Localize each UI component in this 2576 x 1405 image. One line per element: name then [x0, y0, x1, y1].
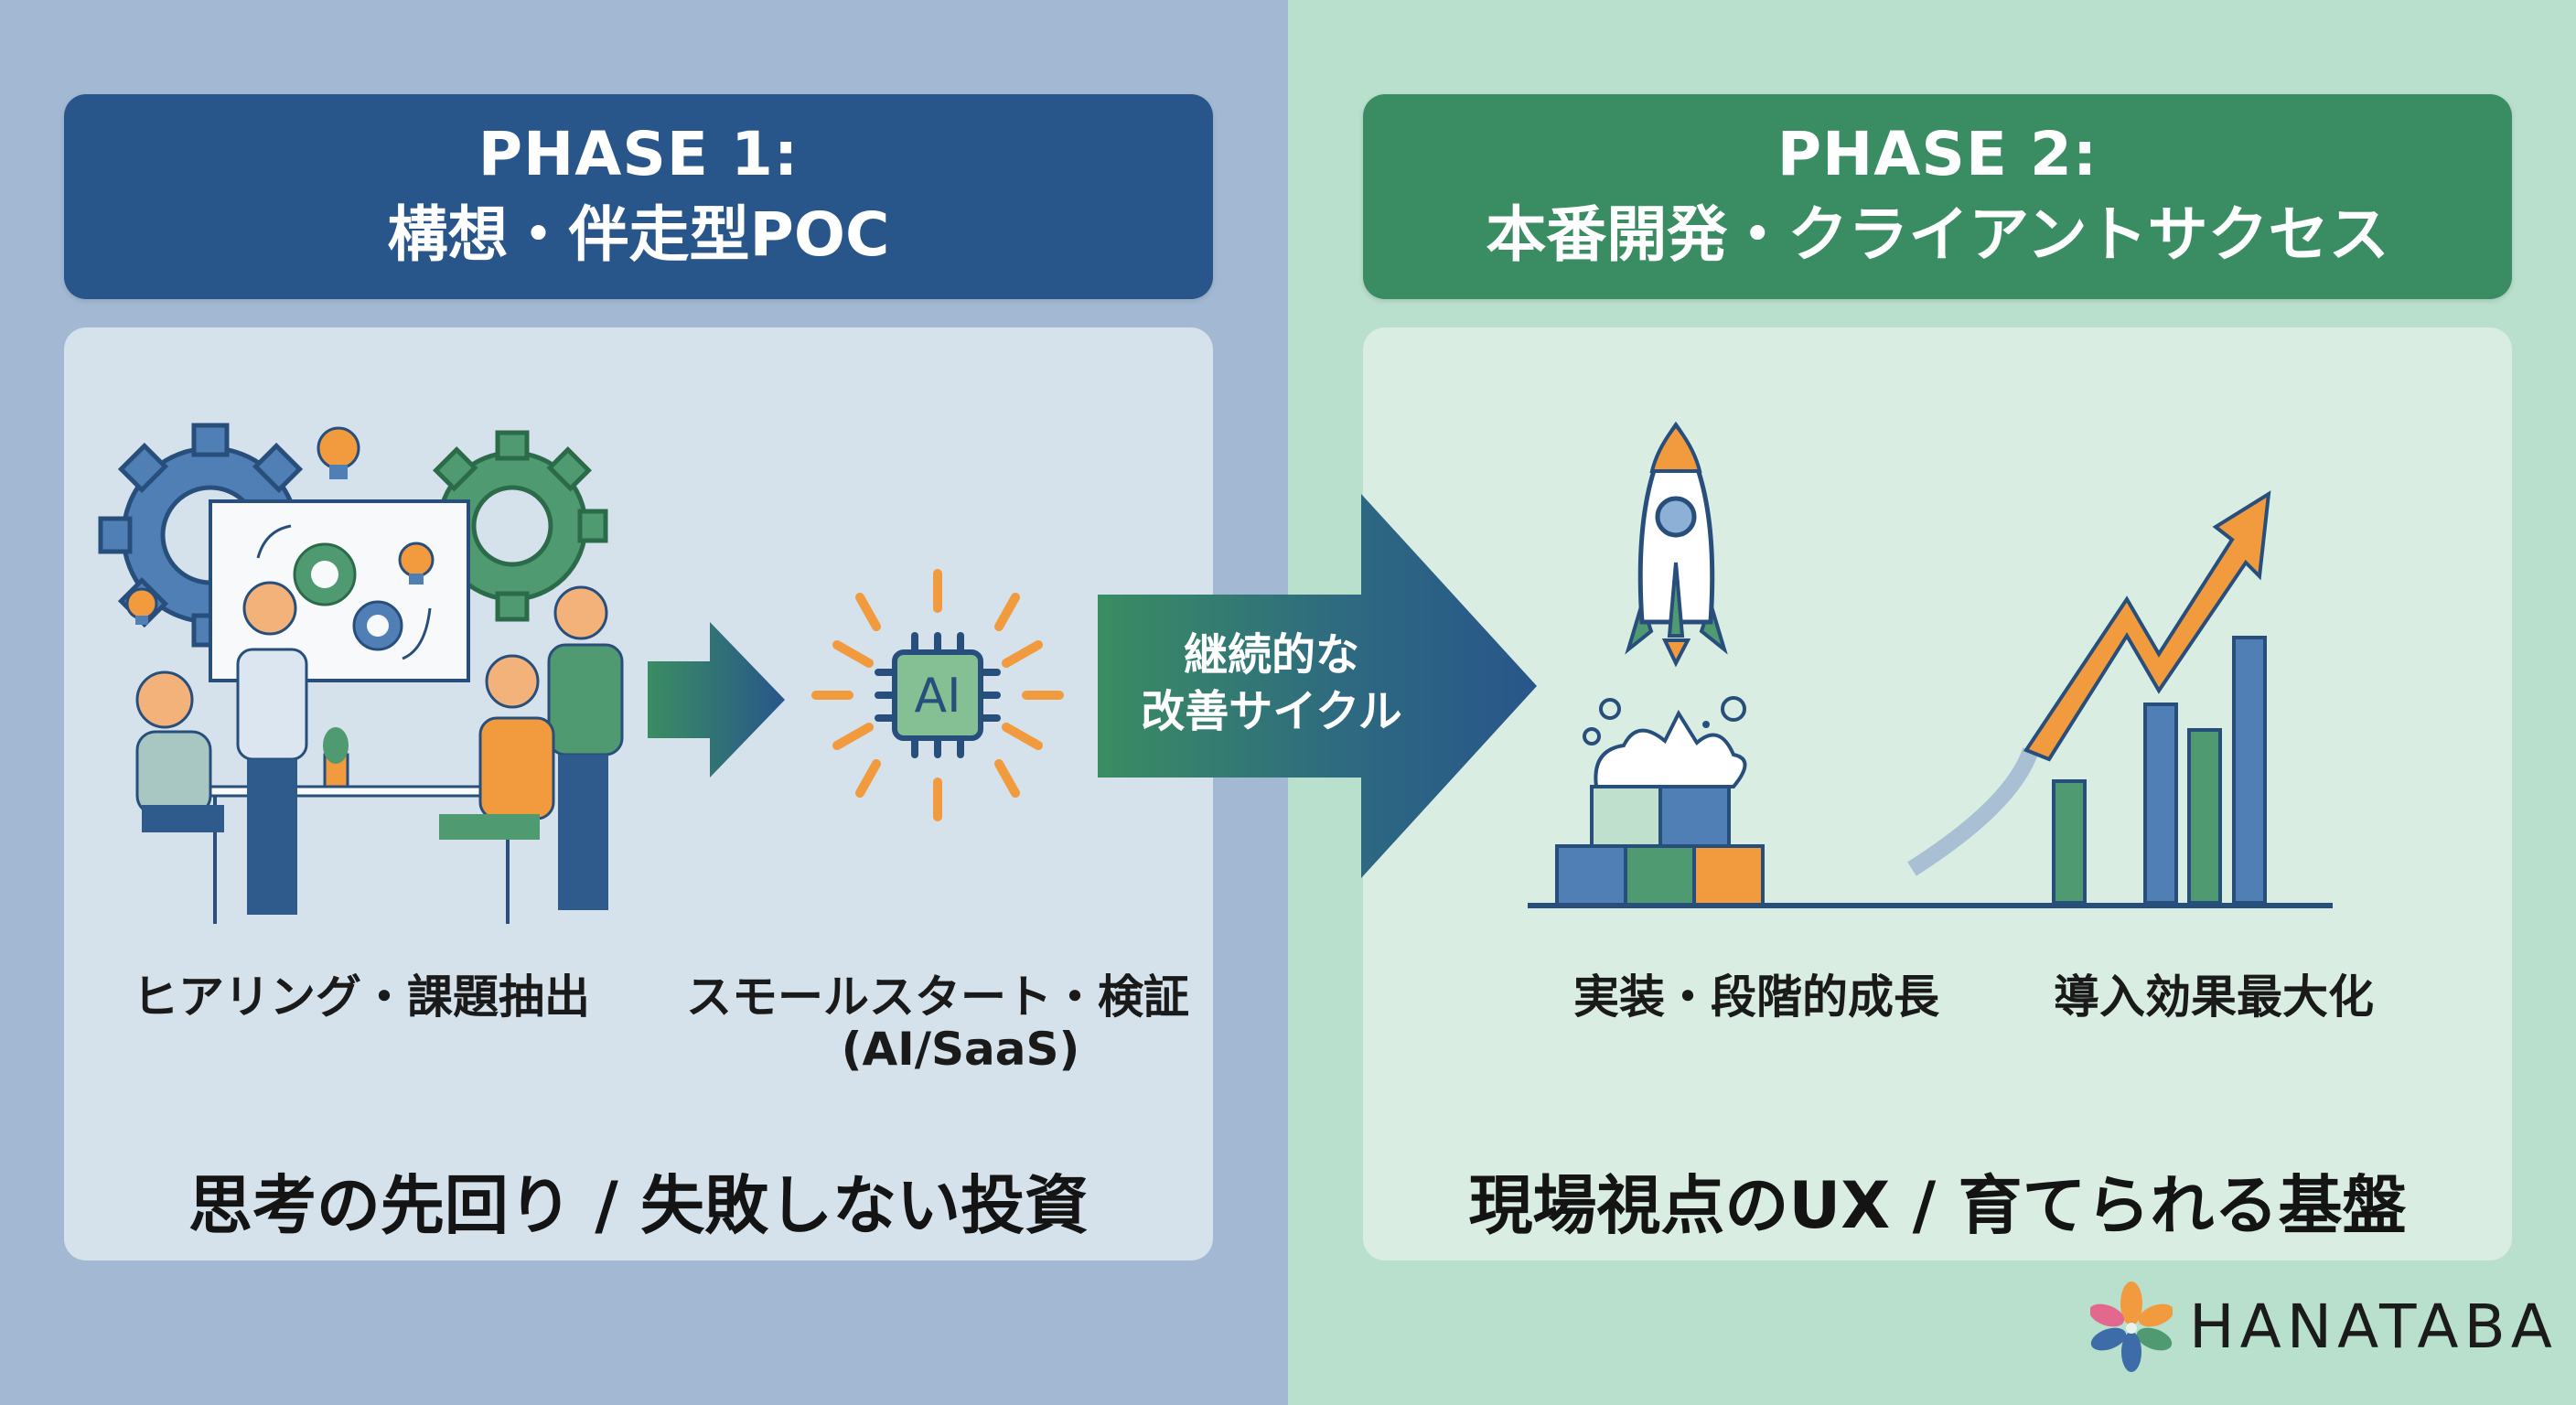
person-icon — [135, 670, 224, 832]
phase1-header: PHASE 1: 構想・伴走型POC — [64, 94, 1213, 299]
lightbulb-icon — [398, 542, 435, 585]
hanataba-logo: HANATABA — [2090, 1281, 2558, 1372]
bar — [2232, 636, 2267, 905]
svg-text:AI: AI — [915, 669, 961, 724]
ai-chip-icon: AI — [811, 569, 1064, 821]
team-meeting-illustration — [98, 423, 624, 924]
step-sublabel-ai-saas: (AI/SaaS) — [841, 1023, 1080, 1076]
growth-bar-chart-illustration — [1528, 490, 2333, 908]
gear-icon — [293, 542, 357, 606]
bar — [2187, 728, 2222, 905]
transition-label-line1: 継続的な — [1183, 629, 1359, 681]
step-label-small-start: スモールスタート・検証 — [686, 971, 1189, 1024]
phase2-title: PHASE 2: — [1776, 119, 2098, 189]
lightbulb-icon — [125, 587, 158, 625]
arrow-right-icon — [648, 622, 785, 778]
transition-label: 継続的な 改善サイクル — [1111, 627, 1432, 740]
transition-label-line2: 改善サイクル — [1141, 686, 1402, 737]
lightbulb-icon — [317, 426, 360, 479]
phase2-subtitle: 本番開発・クライアントサクセス — [1486, 199, 2389, 270]
flower-logo-icon — [2090, 1282, 2173, 1372]
step-label-hearing: ヒアリング・課題抽出 — [133, 971, 590, 1024]
person-icon — [439, 654, 555, 840]
transition-arrow-icon — [1098, 494, 1537, 878]
step-label-maximize-effect: 導入効果最大化 — [2054, 971, 2374, 1024]
phase2-tagline: 現場視点のUX / 育てられる基盤 — [1468, 1168, 2407, 1243]
trend-arrow-icon — [2023, 490, 2271, 762]
brand-name: HANATABA — [2189, 1291, 2558, 1362]
person-icon — [236, 581, 308, 915]
person-icon — [547, 585, 624, 910]
phase1-title: PHASE 1: — [478, 119, 800, 189]
bar — [2052, 779, 2087, 905]
step-label-implementation: 実装・段階的成長 — [1573, 971, 1939, 1024]
phase2-card — [1363, 327, 2512, 1260]
phase2-header: PHASE 2: 本番開発・クライアントサクセス — [1363, 94, 2512, 299]
rocket-launch-illustration — [1555, 421, 1765, 907]
phase1-tagline: 思考の先回り / 失敗しない投資 — [188, 1168, 1089, 1243]
bar — [2143, 702, 2178, 905]
gear-icon — [352, 600, 403, 651]
phase1-subtitle: 構想・伴走型POC — [387, 199, 890, 270]
